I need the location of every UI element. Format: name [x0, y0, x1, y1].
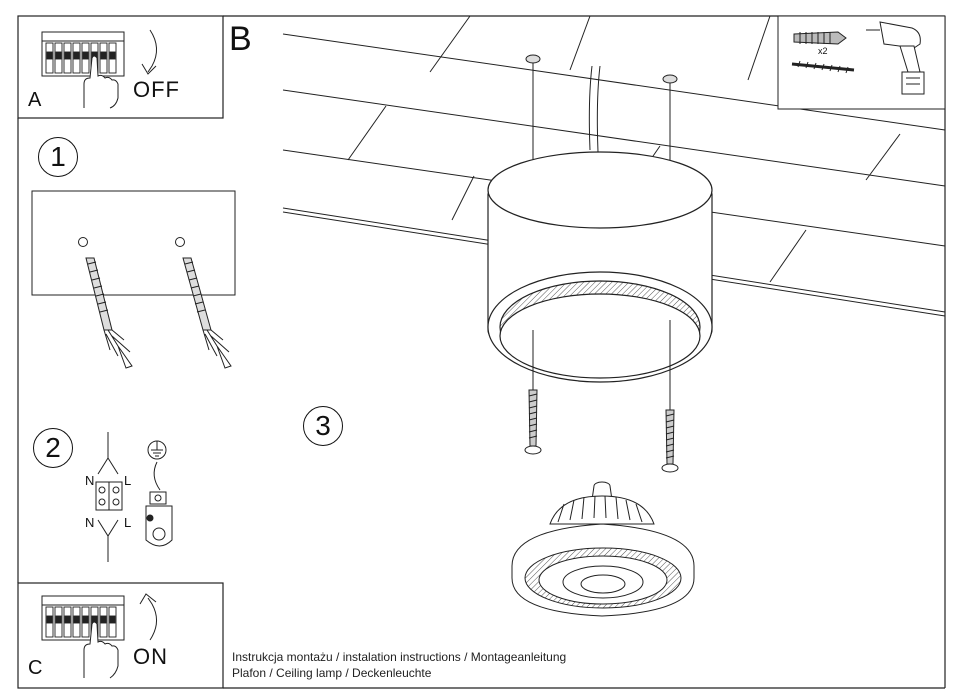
drill-icon [866, 21, 925, 95]
breaker-off-icon [41, 29, 157, 109]
power-on-label: ON [133, 644, 168, 669]
step-2-badge: 2 [33, 428, 73, 468]
step-3-badge: 3 [303, 406, 343, 446]
caption-product: Plafon / Ceiling lamp / Deckenleuchte [232, 666, 432, 680]
step-1-number: 1 [50, 141, 66, 172]
step-1-badge: 1 [38, 137, 78, 177]
bulb-icon [511, 481, 695, 617]
breaker-on-icon [41, 593, 157, 679]
plug-quantity-label: x2 [818, 46, 828, 56]
neutral-bottom-label: N [85, 515, 95, 530]
panel-a-letter: A [28, 89, 42, 111]
step-3-number: 3 [315, 410, 331, 441]
wall-plug-icon [793, 31, 847, 45]
wiring-terminal-detail [95, 432, 173, 562]
power-off-label: OFF [133, 77, 180, 102]
caption-instructions: Instrukcja montażu / instalation instruc… [232, 650, 567, 664]
anchor-drilling-detail [31, 190, 236, 369]
neutral-top-label: N [85, 473, 95, 488]
step-2-number: 2 [45, 432, 61, 463]
panel-c-letter: C [28, 657, 43, 679]
live-bottom-label: L [124, 515, 132, 530]
ceiling-tiles [282, 15, 946, 317]
lamp-body [487, 151, 713, 383]
live-top-label: L [124, 473, 132, 488]
required-tools [777, 15, 946, 110]
ceiling-mount-hardware [525, 54, 678, 160]
screw-icon [791, 60, 855, 74]
panel-b-letter: B [229, 20, 252, 58]
frame-lines [17, 15, 946, 689]
mounting-screw [524, 320, 679, 473]
